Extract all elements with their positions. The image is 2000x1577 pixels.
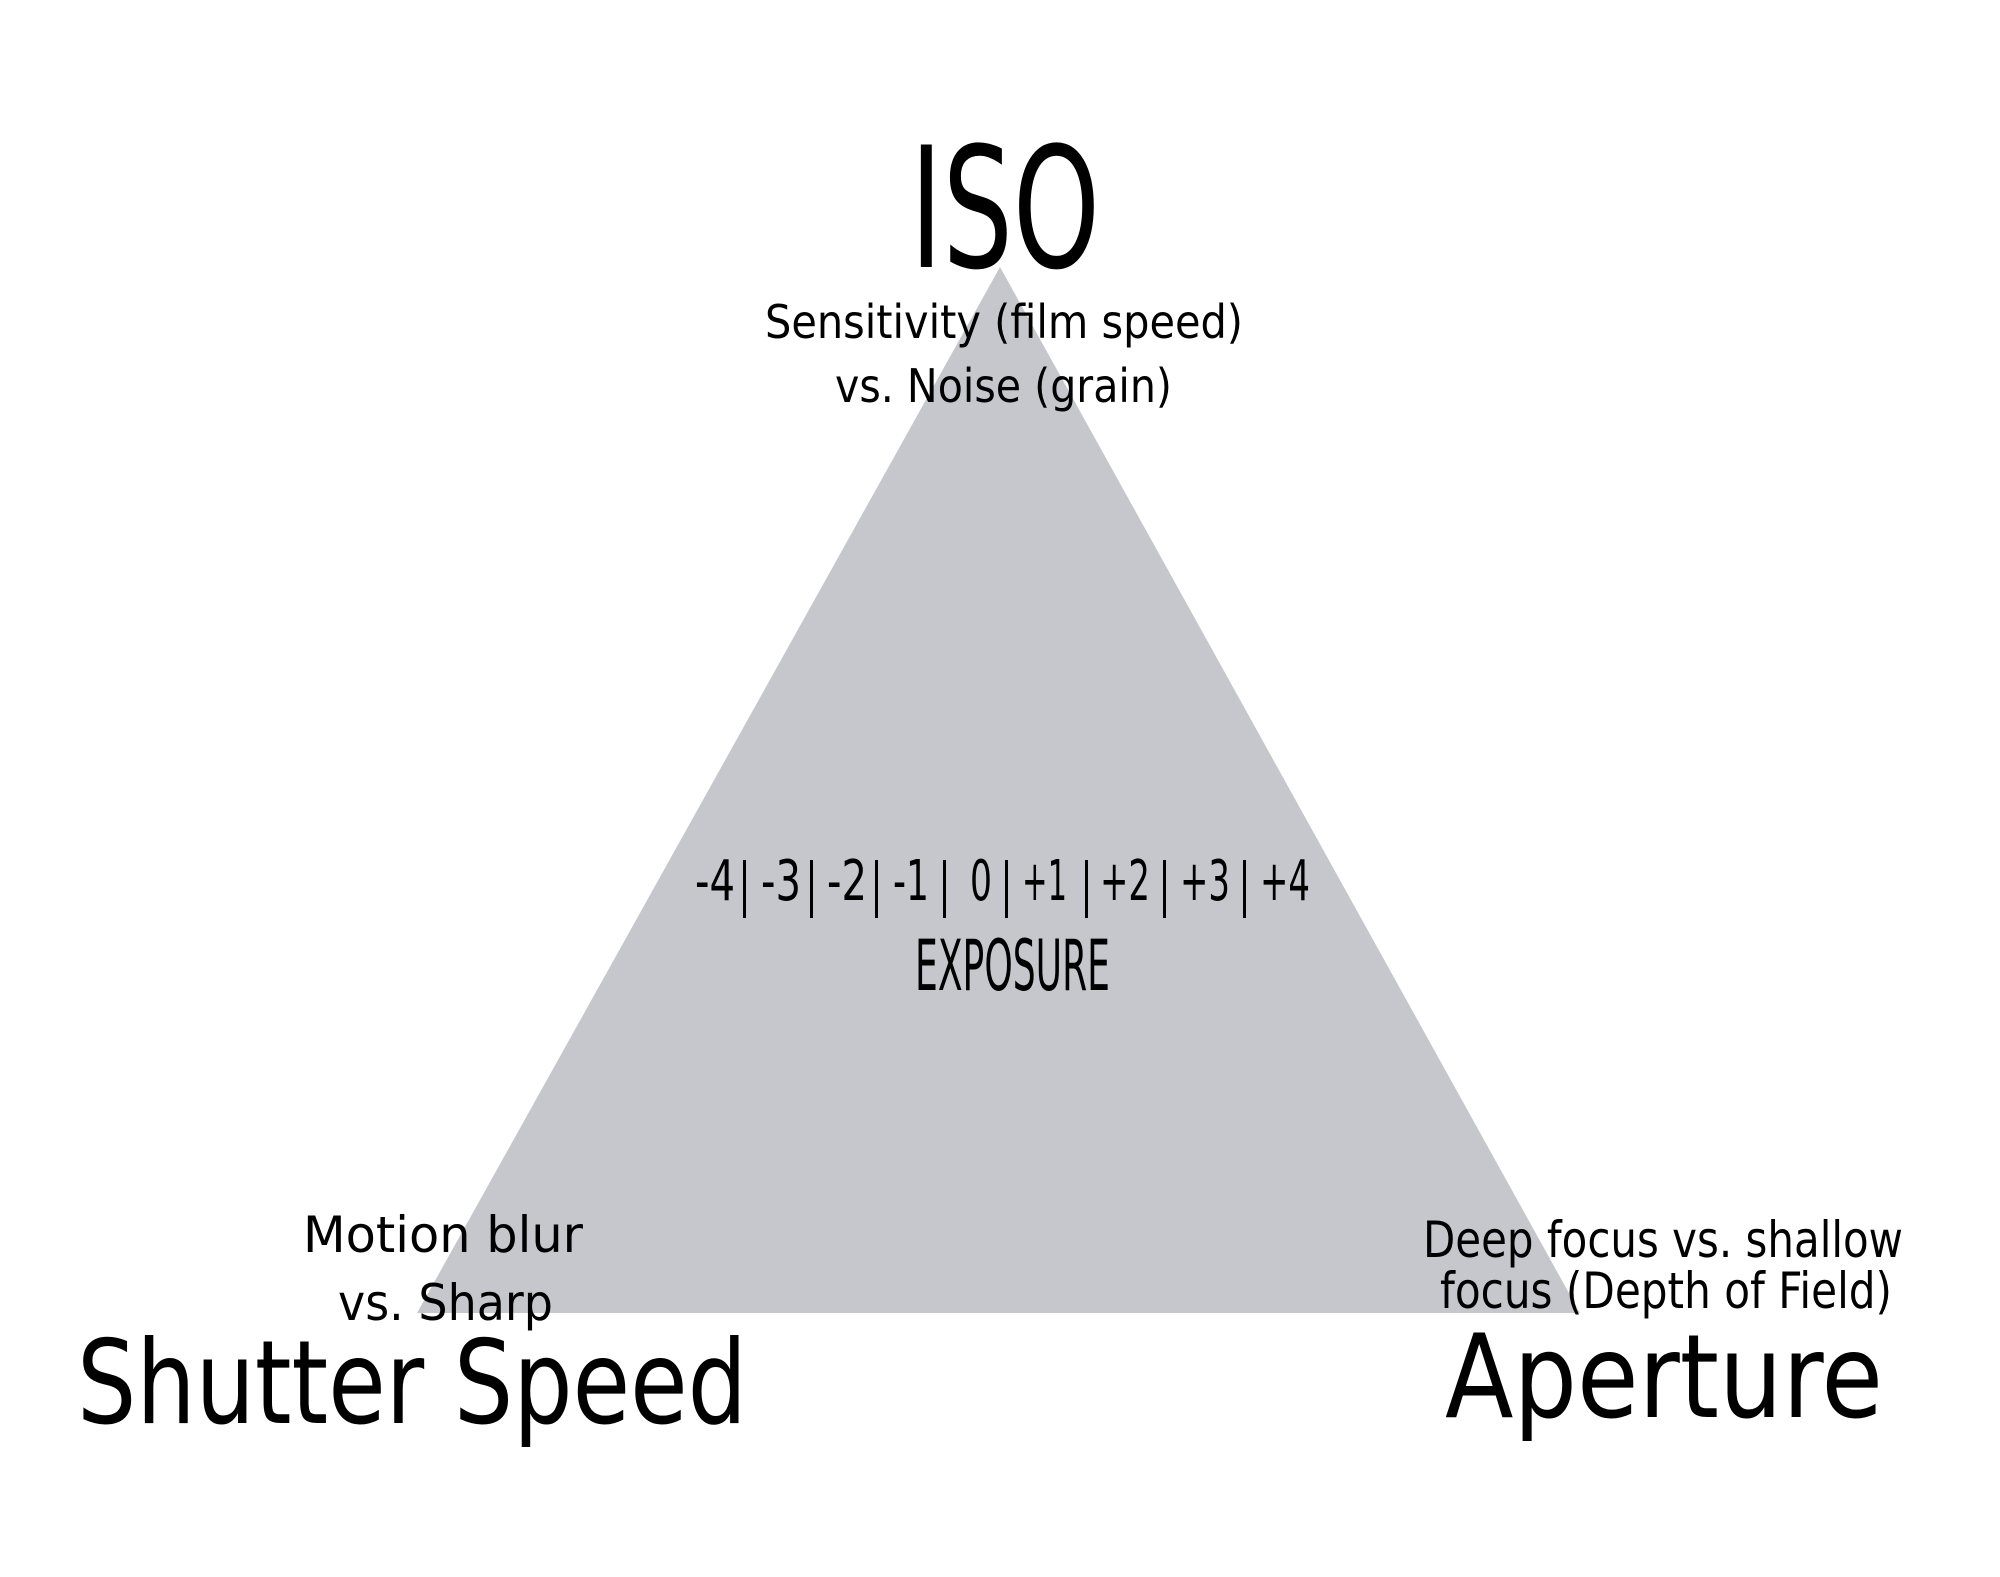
shutter-description-line-2: vs. Sharp — [338, 1274, 553, 1332]
exposure-step: -4 — [695, 849, 735, 914]
exposure-separator — [743, 860, 746, 918]
exposure-separator — [875, 860, 878, 918]
exposure-separator — [1005, 860, 1008, 918]
exposure-label: EXPOSURE — [915, 925, 1110, 1007]
exposure-step: -2 — [827, 849, 867, 914]
exposure-step: 0 — [970, 849, 992, 914]
exposure-separator — [1243, 860, 1246, 918]
exposure-separator — [1163, 860, 1166, 918]
shutter-description-line-1: Motion blur — [303, 1206, 583, 1264]
aperture-description-line-2: focus (Depth of Field) — [1440, 1262, 1892, 1320]
iso-label: ISO — [910, 111, 1100, 307]
exposure-step: +1 — [1022, 849, 1067, 914]
exposure-step: -1 — [893, 849, 929, 914]
exposure-step: -3 — [761, 849, 801, 914]
iso-description-line-2: vs. Noise (grain) — [835, 359, 1172, 413]
iso-description-line-1: Sensitivity (film speed) — [765, 295, 1243, 349]
exposure-scale: -4 -3 -2 -1 0 +1 +2 +3 +4 — [695, 849, 1310, 918]
aperture-description-line-1: Deep focus vs. shallow — [1423, 1211, 1903, 1269]
exposure-step: +4 — [1260, 849, 1310, 914]
exposure-step: +2 — [1100, 849, 1150, 914]
exposure-triangle — [417, 267, 1580, 1313]
shutter-speed-label: Shutter Speed — [77, 1316, 747, 1451]
exposure-step: +3 — [1180, 849, 1230, 914]
aperture-label: Aperture — [1445, 1310, 1883, 1445]
exposure-separator — [1085, 860, 1088, 918]
exposure-separator — [810, 860, 813, 918]
exposure-separator — [943, 860, 946, 918]
